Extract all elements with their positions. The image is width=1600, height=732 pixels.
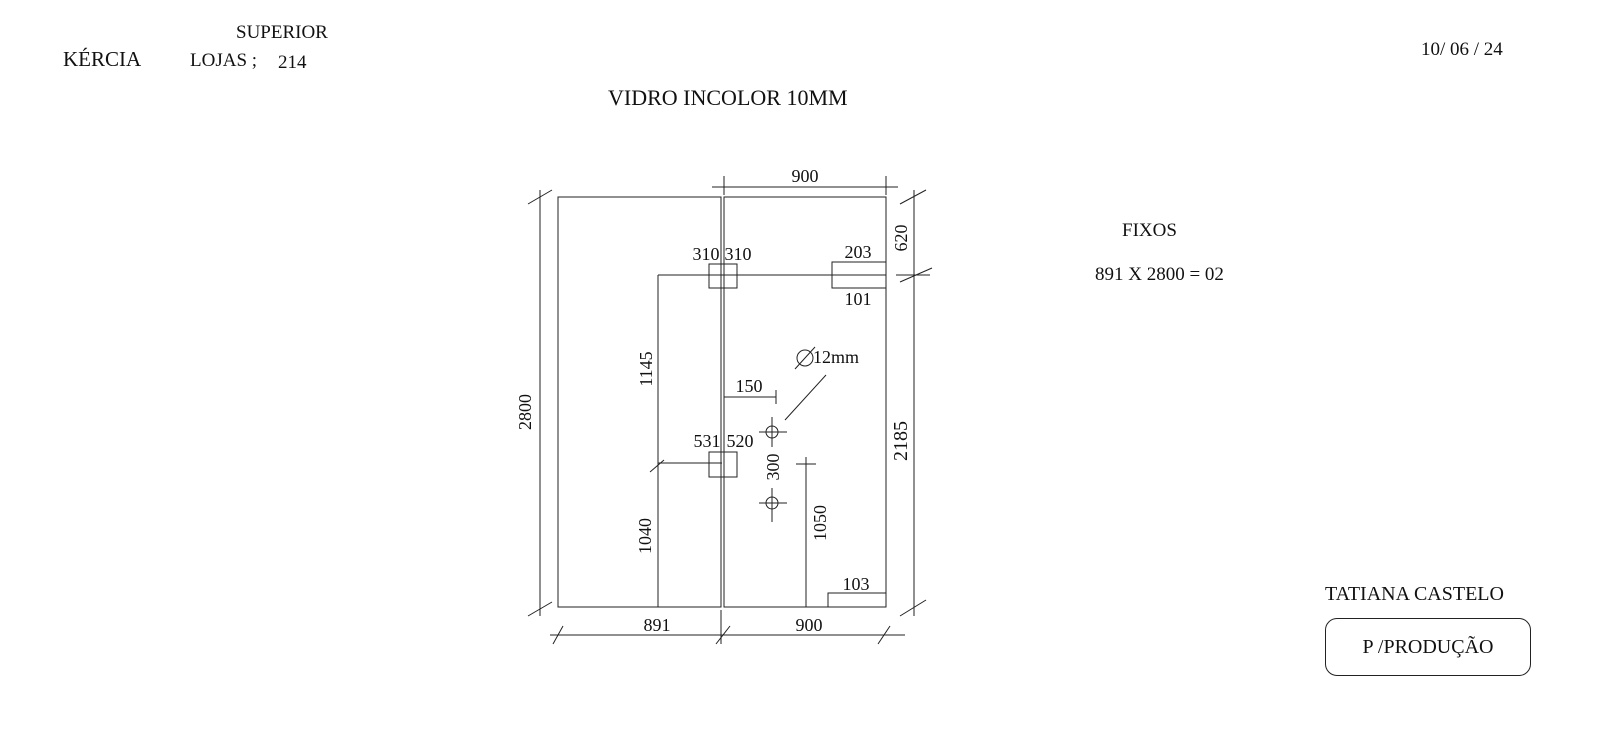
dim-line-bottom	[550, 610, 905, 645]
dim-upper-vertical: 1145	[636, 351, 656, 386]
lojas-label: LOJAS ;	[190, 50, 258, 71]
lojas-number: 214	[278, 52, 307, 73]
dim-top-right: 620	[891, 225, 911, 252]
dim-line-top	[712, 176, 898, 195]
hole-diameter-label: 12mm	[813, 347, 859, 367]
cut-upper-left-label: 310	[693, 244, 720, 264]
fixos-heading: FIXOS	[1122, 220, 1177, 241]
dim-line-1050	[796, 457, 816, 607]
hole-offset-label: 150	[736, 376, 763, 396]
dim-total-height: 2800	[515, 394, 535, 430]
date-label: 10/ 06 / 24	[1421, 39, 1503, 60]
notch-bottom-right	[827, 592, 886, 607]
dim-top-width: 900	[792, 166, 819, 186]
dim-line-150	[724, 390, 777, 404]
stamp-text: P /PRODUÇÃO	[1362, 635, 1494, 658]
hole-lower	[759, 488, 787, 522]
drawing-title: VIDRO INCOLOR 10MM	[608, 85, 848, 110]
notch-bottom-label: 101	[845, 289, 872, 309]
dim-lower-left: 1040	[635, 518, 655, 554]
hinge-cut-upper	[708, 263, 738, 289]
dim-line-right	[896, 189, 933, 617]
hole-upper	[759, 417, 787, 447]
dim-line-height-left	[527, 189, 553, 617]
left-panel	[557, 196, 722, 608]
cut-lower-right-label: 520	[727, 431, 754, 451]
hinge-cut-lower	[708, 451, 738, 478]
production-stamp: P /PRODUÇÃO	[1325, 618, 1531, 676]
cut-tick-lower	[649, 459, 665, 473]
hole-spacing-label: 300	[763, 454, 783, 481]
section-label: SUPERIOR	[236, 22, 328, 43]
dim-bottom-right: 900	[796, 615, 823, 635]
right-panel	[723, 196, 887, 608]
responsible-name: TATIANA CASTELO	[1325, 583, 1504, 605]
cut-lower-left-label: 531	[694, 431, 721, 451]
notch-corner-label: 103	[843, 574, 870, 594]
dim-lower-right: 1050	[810, 505, 830, 541]
cut-upper-right-label: 310	[725, 244, 752, 264]
client-name: KÉRCIA	[63, 47, 142, 71]
dim-right-long: 2185	[890, 421, 912, 461]
diameter-symbol	[794, 346, 816, 370]
dim-bottom-left: 891	[644, 615, 671, 635]
hole-leader	[784, 374, 827, 421]
notch-top-label: 203	[845, 242, 872, 262]
notch-top-right	[831, 261, 887, 289]
fixos-dimensions: 891 X 2800 = 02	[1095, 264, 1224, 285]
